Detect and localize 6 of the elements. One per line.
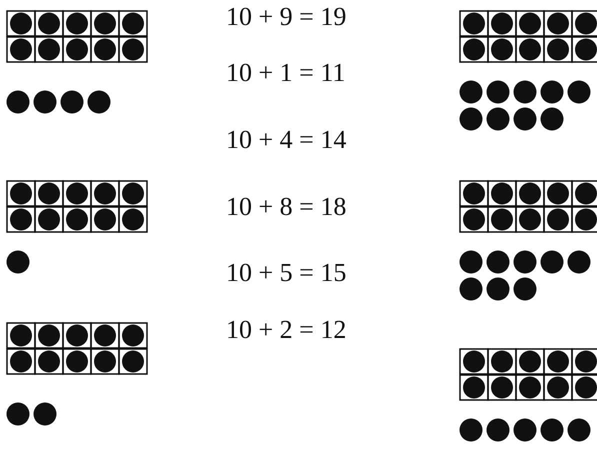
equation-text: 10 + 8 = 18 bbox=[226, 192, 346, 222]
equation-text: 10 + 2 = 12 bbox=[226, 315, 346, 345]
equation-text: 10 + 9 = 19 bbox=[226, 2, 346, 32]
equation-text: 10 + 1 = 11 bbox=[226, 58, 346, 88]
equation-text: 10 + 5 = 15 bbox=[226, 258, 346, 288]
equation-text: 10 + 4 = 14 bbox=[226, 125, 346, 155]
